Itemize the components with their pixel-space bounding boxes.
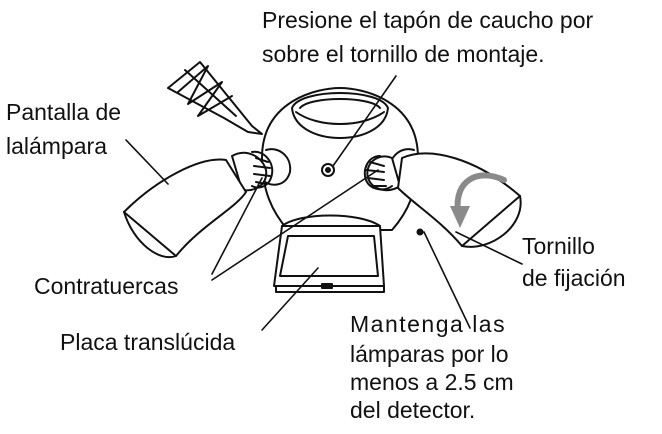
label-translucent-plate: Placa translúcida (60, 329, 236, 355)
housing-dome (291, 92, 389, 139)
label-lamp-shade-1: Pantalla de (6, 99, 122, 125)
label-keep-lamps-2: lámparas por lo (350, 341, 509, 367)
left-lamp (123, 150, 274, 259)
label-press-cap-2: sobre el tornillo de montaje. (262, 41, 545, 67)
rotation-arrow-icon (450, 172, 507, 228)
leader-plate (261, 267, 319, 331)
label-keep-lamps-3: menos a 2.5 cm (350, 369, 514, 395)
leader-locknut-right (211, 169, 379, 281)
label-lamp-shade-2: lalámpara (6, 133, 107, 159)
label-keep-lamps-4: del detector. (350, 397, 476, 423)
label-fixing-screw-1: Tornillo (522, 233, 595, 259)
leader-keep-lamps (423, 231, 471, 329)
label-fixing-screw-2: de fijación (522, 265, 626, 291)
detector-point-icon (416, 228, 424, 236)
leader-fixing-screw (455, 231, 523, 265)
caulk-tube-icon (167, 61, 263, 135)
motion-sensor (273, 225, 385, 293)
leader-locknut-left (211, 177, 263, 275)
label-locknuts: Contratuercas (34, 273, 179, 299)
label-press-cap-1: Presione el tapón de caucho por (262, 7, 594, 33)
leader-lamp-shade (125, 139, 169, 185)
label-keep-lamps-1: Mantenga las (350, 311, 507, 337)
leader-press-cap (332, 75, 397, 167)
